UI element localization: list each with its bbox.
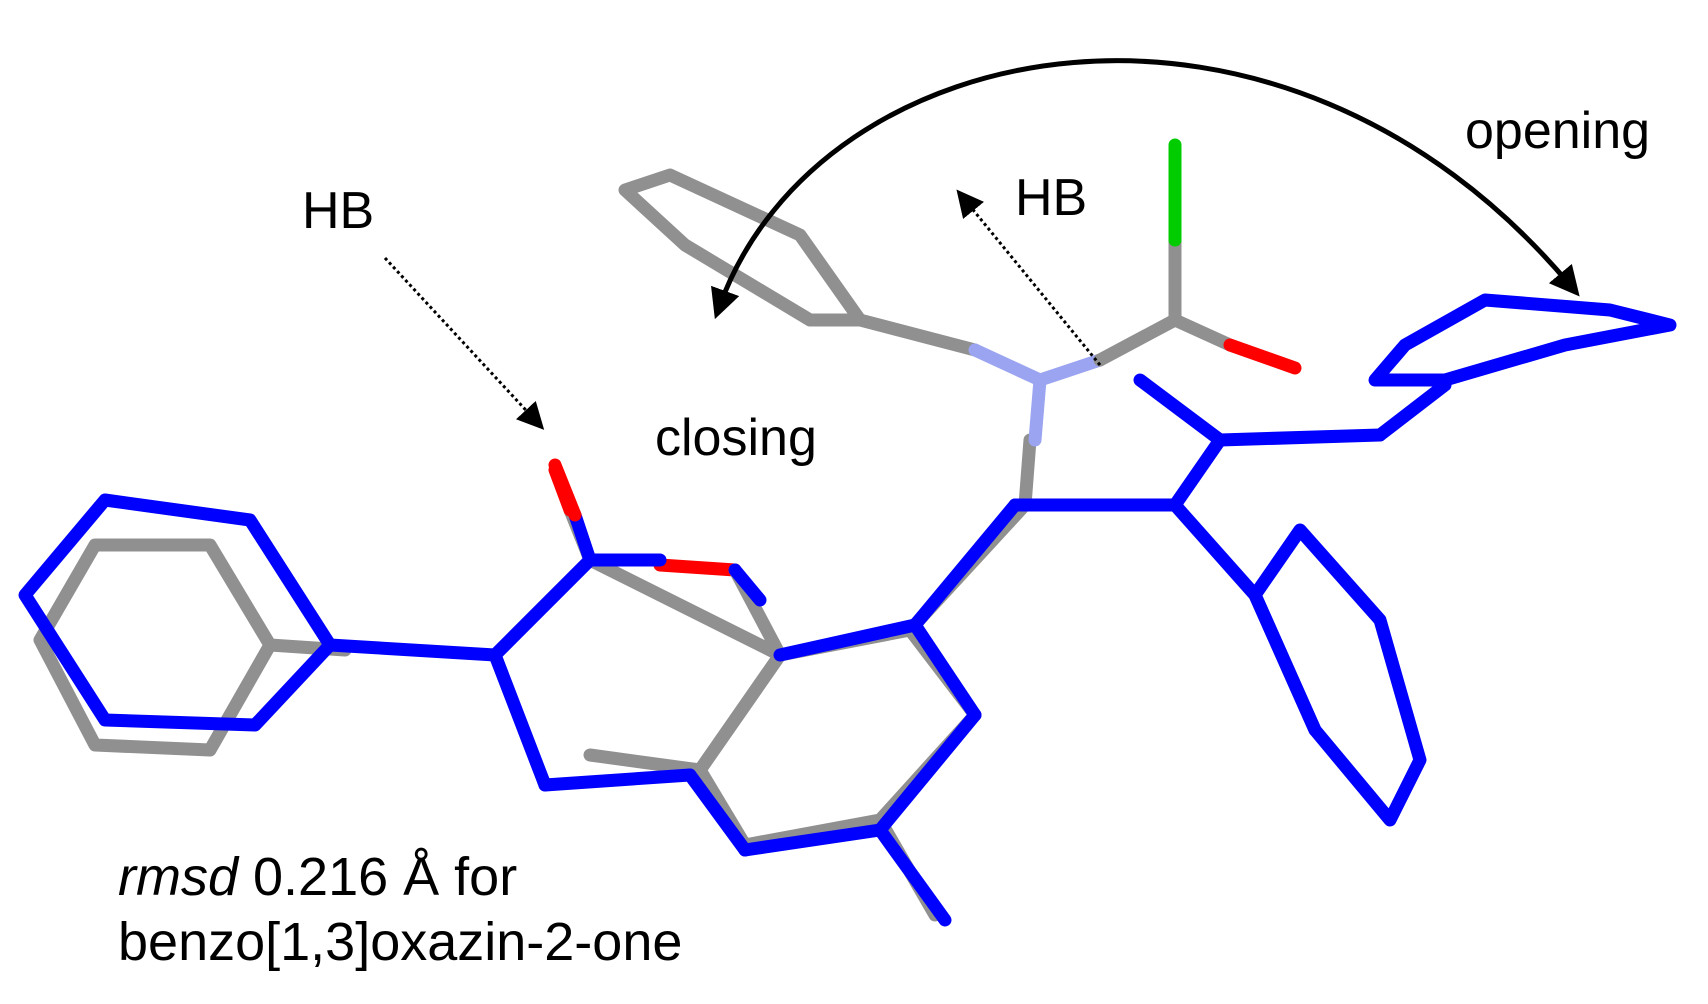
acyl-bond <box>1093 313 1182 367</box>
blue-methyl <box>873 823 952 927</box>
rmsd-caption: rmsd 0.216 Å for benzo[1,3]oxazin-2-one <box>118 845 682 975</box>
n-bond <box>1028 373 1047 447</box>
grey-phenyl-top <box>618 168 867 327</box>
blue-bond <box>1213 428 1387 447</box>
blue-bond <box>683 768 752 857</box>
blue-bond <box>1373 378 1452 442</box>
blue-bond <box>908 498 1022 632</box>
label-hb-right: HB <box>1015 169 1088 227</box>
blue-bond <box>773 618 922 662</box>
blue-phenyl-right-bottom <box>1248 523 1427 827</box>
blue-ring-o <box>728 563 767 607</box>
grey-bond <box>853 313 982 357</box>
blue-carbonyl <box>548 458 597 567</box>
blue-bond <box>1133 373 1227 447</box>
blue-bond <box>538 768 697 792</box>
label-hb-left: HB <box>302 182 375 240</box>
n-bond <box>1033 353 1107 387</box>
curved-double-arrow-icon <box>711 58 1580 320</box>
blue-bond <box>1168 498 1262 602</box>
blue-core <box>488 553 667 662</box>
blue-phenyl-right-top <box>1368 293 1677 387</box>
acyl-o <box>1223 338 1302 375</box>
label-closing: closing <box>655 409 817 467</box>
rmsd-term: rmsd <box>118 847 238 907</box>
dotted-arrow-icon <box>383 256 545 430</box>
caption-line-1: rmsd 0.216 Å for <box>118 845 682 910</box>
label-opening: opening <box>1465 102 1651 160</box>
acyl-o-bond <box>1168 313 1237 352</box>
blue-bond <box>488 648 552 792</box>
structure-grey <box>33 138 1302 922</box>
caption-line-1-rest: 0.216 Å for <box>238 847 518 907</box>
n-bond <box>968 343 1047 387</box>
grey-bond <box>693 648 787 777</box>
blue-bond <box>1168 433 1227 512</box>
blue-bond <box>323 638 502 662</box>
blue-bond <box>908 618 982 722</box>
blue-ring-close <box>1248 588 1322 737</box>
structure-blue <box>18 293 1677 927</box>
caption-line-2: benzo[1,3]oxazin-2-one <box>118 911 683 972</box>
grey-bond <box>1018 433 1037 512</box>
blue-bond <box>873 708 982 837</box>
grey-ring-o <box>653 558 742 577</box>
blue-bond <box>738 823 887 857</box>
